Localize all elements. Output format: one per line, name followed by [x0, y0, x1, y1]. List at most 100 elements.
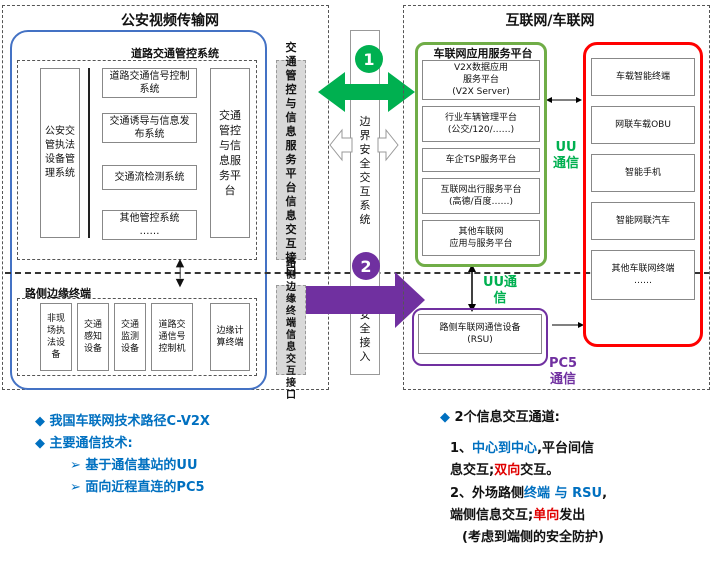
subsystem-label: 其他管控系统: [119, 213, 180, 224]
note-right-p1: 1、中心到中心,平台间信 息交互;双向交互。: [450, 438, 710, 482]
right-network-frame: [403, 5, 710, 390]
grey-arrow-left: [329, 128, 353, 162]
roadside-item-signal[interactable]: 道路交通信号控制机: [151, 303, 193, 371]
channel-2-badge: 2: [352, 252, 380, 280]
terminal-onboard[interactable]: 车载智能终端: [591, 58, 695, 96]
note-text: 端侧信息交互;: [450, 508, 534, 523]
rsu-line: (RSU): [467, 335, 493, 345]
terminal-link-top-arrow-back: [546, 97, 552, 103]
terminal-other[interactable]: 其他车联网终端 ……: [591, 250, 695, 300]
note-text: 主要通信技术:: [49, 436, 133, 451]
subsystem-other[interactable]: 其他管控系统 ……: [102, 210, 197, 240]
note-highlight: 双向: [494, 463, 521, 478]
interface2-box: 路侧边缘终端信息交互接口: [276, 258, 306, 401]
note-text: 2、外场路侧: [450, 486, 525, 501]
uu-label-mid: UU通信: [482, 275, 518, 306]
subsystem-label: 道路交通信号控制系统: [109, 71, 190, 95]
terminal-label: 智能手机: [624, 168, 661, 178]
terminal-obu[interactable]: 网联车载OBU: [591, 106, 695, 144]
note-text: (考虑到端侧的安全防护): [462, 530, 604, 545]
subsystem-label: 交通诱导与信息发布系统: [109, 116, 190, 140]
boundary-bottom-label: 安全接入: [359, 308, 371, 363]
app-item-line: 车企TSP服务平台: [445, 155, 517, 165]
police-system-box[interactable]: 公安交管执法设备管理系统: [40, 68, 80, 238]
pc5-label: PC5通信: [548, 356, 578, 387]
app-platform-frame: [415, 42, 547, 267]
note-left-2: ◆ 主要通信技术:: [35, 436, 133, 451]
service-platform-box[interactable]: 交通管控与信息服务平台: [210, 68, 250, 238]
subsystem-guidance[interactable]: 交通诱导与信息发布系统: [102, 113, 197, 143]
note-text: 1、: [450, 441, 473, 456]
note-highlight: 终端: [524, 486, 551, 501]
app-item-line: 行业车辆管理平台: [444, 113, 517, 123]
interface1-box: 交通管控与信息服务平台信息交互接口: [276, 41, 306, 278]
road-control-inner: [17, 60, 257, 260]
roadside-item-perception[interactable]: 交通感知设备: [77, 303, 109, 371]
terminal-phone[interactable]: 智能手机: [591, 154, 695, 192]
subsystem-label: 交通流检测系统: [114, 172, 185, 183]
note-text: 息交互;: [450, 463, 495, 478]
interface1-label: 交通管控与信息服务平台信息交互接口: [285, 41, 297, 278]
roadside-item-monitor[interactable]: 交通监测设备: [114, 303, 146, 371]
note-text: ,平台间信: [537, 441, 595, 456]
right-network-title: 互联网/车联网: [505, 13, 595, 29]
rsu-box[interactable]: 路侧车联网通信设备 (RSU): [418, 314, 542, 354]
note-right-p2: 2、外场路侧终端 与 RSU, 端侧信息交互;单向发出 (考虑到端侧的安全防护): [450, 483, 712, 549]
divider-line: [88, 68, 90, 238]
terminal-label: 网联车载OBU: [615, 120, 671, 130]
terminal-link-top-arrow: [576, 97, 582, 103]
channel-1-badge: 1: [355, 45, 383, 73]
roadside-item-label: 交通监测设备: [120, 320, 139, 354]
service-platform-label: 交通管控与信息服务平台: [219, 109, 241, 197]
uu-arrow-up: [468, 264, 476, 272]
note-text: 交互。: [520, 463, 560, 478]
note-highlight: RSU: [572, 486, 603, 501]
terminal-more: ……: [634, 276, 652, 286]
app-item-line: 其他车联网: [458, 227, 504, 237]
app-item-line: (高德/百度……): [448, 197, 514, 207]
roadside-item-label: 非现场执法设备: [46, 314, 65, 360]
note-right-title: ◆ 2个信息交互通道:: [440, 410, 560, 425]
app-platform-industry[interactable]: 行业车辆管理平台 (公交/120/……): [422, 106, 540, 142]
subsystem-signal[interactable]: 道路交通信号控制系统: [102, 68, 197, 98]
note-highlight: 与: [554, 486, 568, 501]
app-platform-tsp[interactable]: 车企TSP服务平台: [422, 148, 540, 172]
rsu-line: 路侧车联网通信设备: [439, 323, 521, 333]
road-control-title: 道路交通管控系统: [131, 47, 219, 60]
police-system-label: 公安交管执法设备管理系统: [45, 126, 75, 179]
note-highlight: 中心到中心: [472, 441, 538, 456]
note-text: 我国车联网技术路径C-V2X: [49, 414, 210, 429]
terminal-label: 智能网联汽车: [615, 216, 670, 226]
roadside-item-enforcement[interactable]: 非现场执法设备: [40, 303, 72, 371]
app-item-line: (V2X Server): [452, 87, 510, 97]
roadside-item-edge[interactable]: 边缘计算终端: [210, 303, 250, 371]
note-left-4: ➢ 面向近程直连的PC5: [70, 480, 205, 495]
roadside-inner: [17, 298, 257, 376]
terminal-car[interactable]: 智能网联汽车: [591, 202, 695, 240]
note-text: 面向近程直连的PC5: [85, 480, 205, 495]
road-control-frame: [10, 30, 267, 390]
green-double-arrow: [318, 72, 415, 112]
app-item-line: 互联网出行服务平台: [440, 185, 522, 195]
app-item-line: 服务平台: [462, 75, 499, 85]
note-left-3: ➢ 基于通信基站的UU: [70, 458, 198, 473]
boundary-top-label: 边界安全交互系统: [359, 115, 371, 226]
terminal-label: 其他车联网终端: [611, 264, 675, 274]
purple-arrow: [306, 272, 425, 328]
app-item-line: (公交/120/……): [447, 125, 515, 135]
app-platform-other[interactable]: 其他车联网 应用与服务平台: [422, 220, 540, 256]
note-text: 发出: [559, 508, 586, 523]
interface2-label: 路侧边缘终端信息交互接口: [286, 258, 296, 401]
note-highlight: 单向: [533, 508, 560, 523]
note-text: ,: [602, 486, 608, 501]
app-platform-mobility[interactable]: 互联网出行服务平台 (高德/百度……): [422, 178, 540, 214]
subsystem-detection[interactable]: 交通流检测系统: [102, 165, 197, 190]
app-platform-v2x[interactable]: V2X数据应用 服务平台 (V2X Server): [422, 60, 540, 100]
note-text: 2个信息交互通道:: [454, 410, 560, 425]
app-item-line: 应用与服务平台: [449, 239, 513, 249]
note-left-1: ◆ 我国车联网技术路径C-V2X: [35, 414, 210, 429]
roadside-title: 路侧边缘终端: [25, 287, 91, 300]
subsystem-more: ……: [139, 226, 160, 237]
terminals-frame: [583, 42, 703, 347]
